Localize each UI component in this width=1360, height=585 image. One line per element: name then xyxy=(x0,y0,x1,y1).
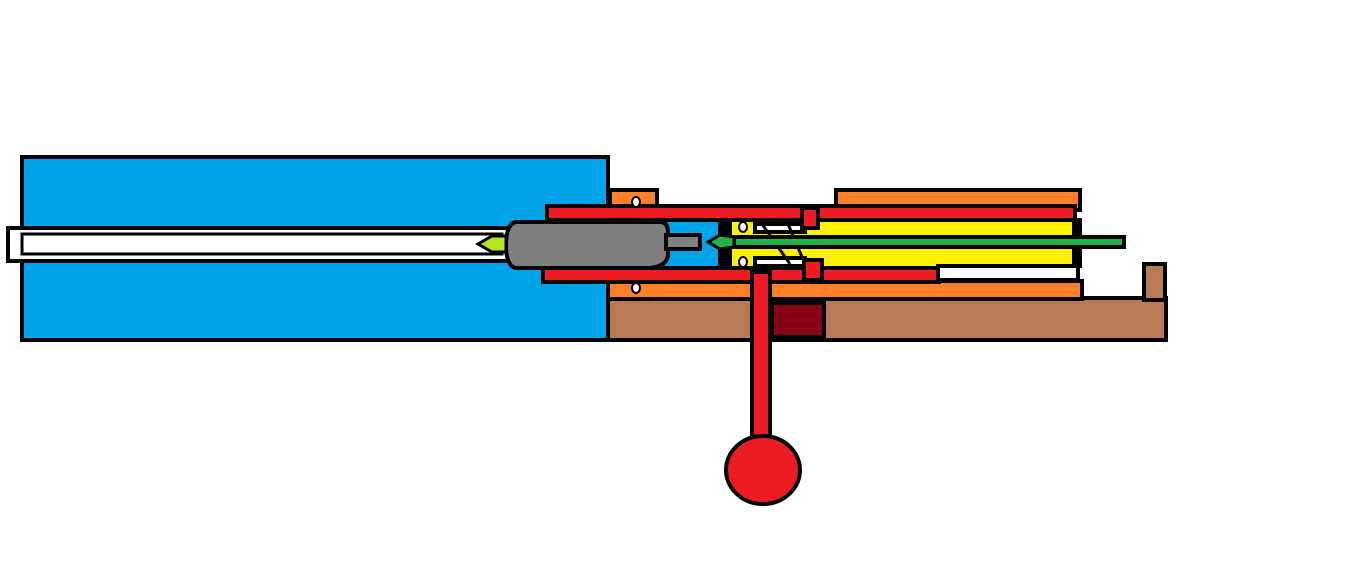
bore-tube-inner xyxy=(20,232,504,256)
projectile xyxy=(503,220,670,270)
green-rod-tip xyxy=(705,233,736,251)
projectile-tip xyxy=(474,234,508,254)
front-lower-pin xyxy=(631,282,641,294)
chamber-upper-pin xyxy=(738,221,748,233)
green-rod xyxy=(732,235,1126,249)
chamber-gap xyxy=(936,264,1080,282)
wooden-base xyxy=(604,296,1168,342)
chamber-lower-pin xyxy=(738,256,748,268)
lower-latch-slot xyxy=(753,256,807,268)
rear-stop-post xyxy=(1142,262,1167,302)
upper-latch-tooth xyxy=(800,206,820,230)
trigger-lever-knob xyxy=(724,434,802,506)
projectile-stem xyxy=(664,233,702,251)
catch-block xyxy=(770,301,826,339)
front-upper-pin xyxy=(631,196,641,208)
red-slide-lower xyxy=(541,266,941,284)
lower-latch-tooth xyxy=(802,258,824,282)
trigger-lever-shaft xyxy=(750,270,772,444)
